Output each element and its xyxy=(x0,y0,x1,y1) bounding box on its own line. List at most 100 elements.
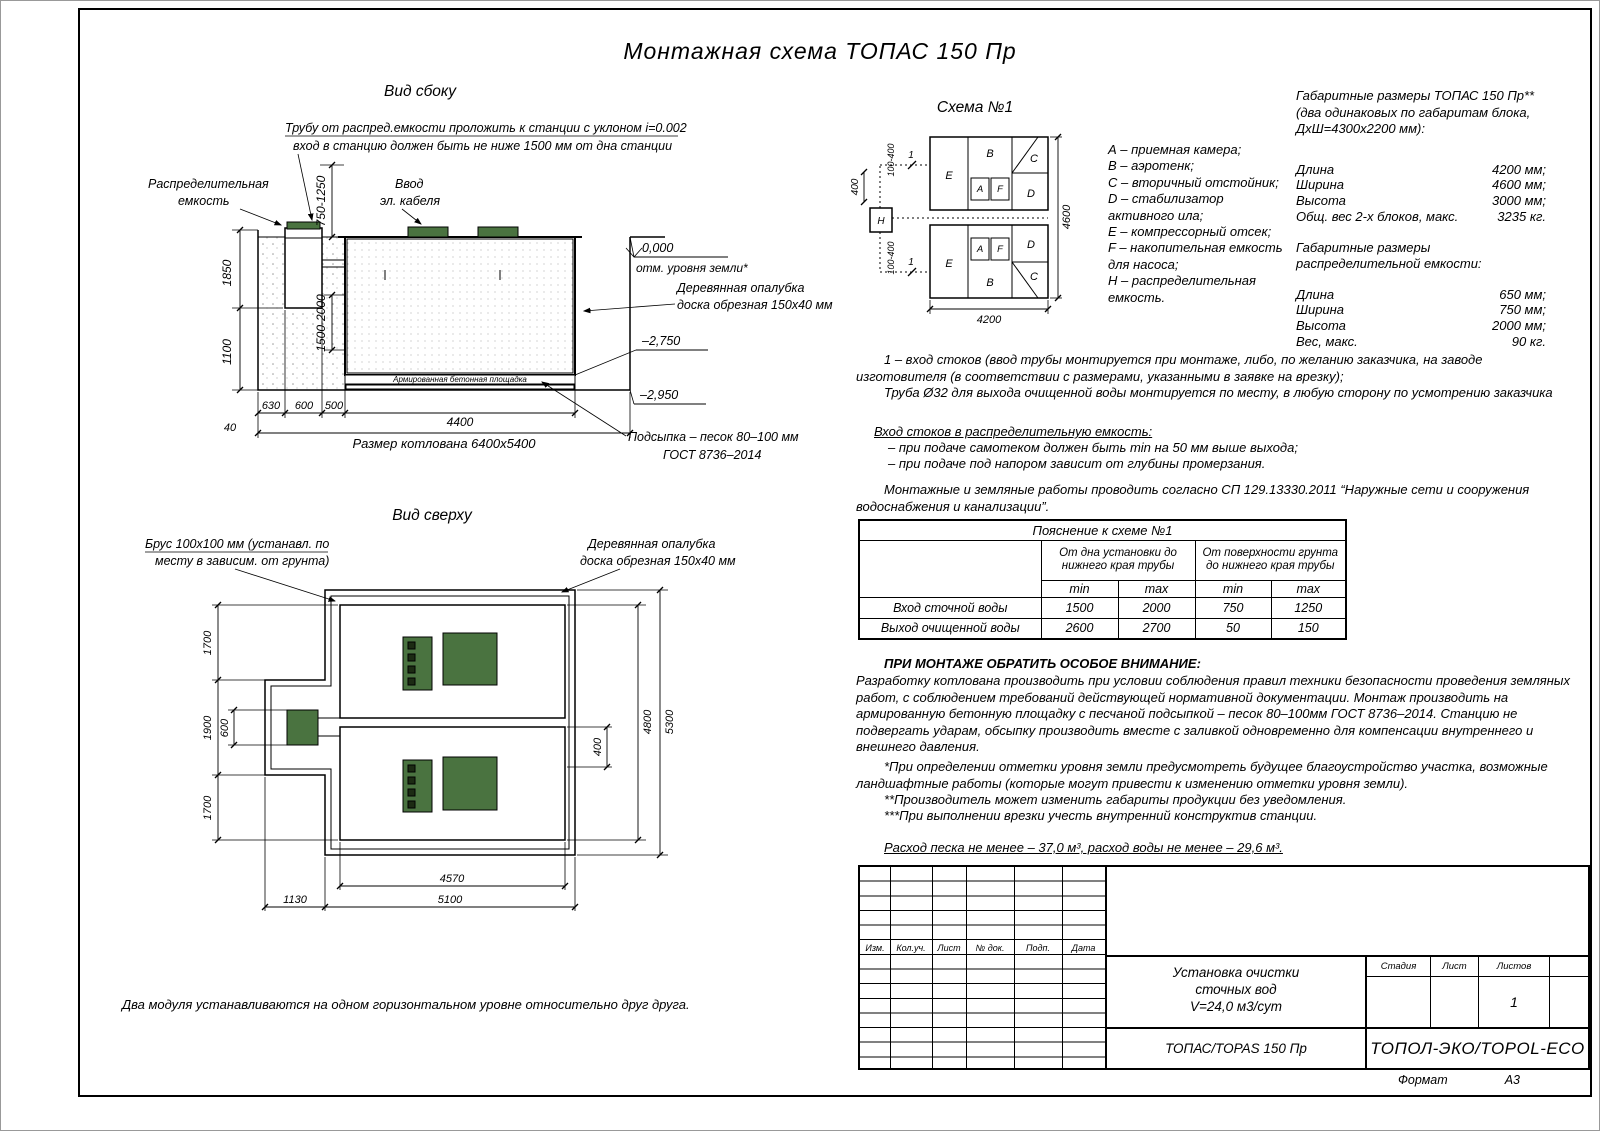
cable-entry-label2: эл. кабеля xyxy=(380,194,440,208)
dim-1100: 1100 xyxy=(220,339,234,365)
scheme-legend: А – приемная камера; B – аэротенк; C – в… xyxy=(1108,142,1283,306)
col-data: Дата xyxy=(1071,943,1096,953)
col-podp: Подп. xyxy=(1026,943,1050,953)
compartment-b-bottom: B xyxy=(986,277,993,289)
overall-dims: Габаритные размеры ТОПАС 150 Пр** (два о… xyxy=(1296,88,1546,350)
side-view-dimensions: 1850 1100 750-1250 1500-2000 xyxy=(220,161,634,451)
distribution-tank-box xyxy=(869,207,893,233)
min-header: min xyxy=(1194,579,1272,598)
dim-5300: 5300 xyxy=(664,709,676,734)
compartment-d-bottom: D xyxy=(1027,239,1035,251)
mark-2750: –2,750 xyxy=(641,334,680,348)
compartment-d-top: D xyxy=(1027,188,1035,200)
stage-headers: Стадия Лист Листов xyxy=(1367,957,1588,977)
cable-entry-label1: Ввод xyxy=(395,177,424,191)
dim-row: Вес, макс.90 кг. xyxy=(1296,334,1546,350)
dim-500: 500 xyxy=(325,400,344,412)
sheets-label: Листов xyxy=(1479,957,1550,977)
dim-4800: 4800 xyxy=(642,709,654,734)
sheets-count: 1 xyxy=(1479,977,1550,1027)
top-view-dimensions: 1700 1900 1700 600 4800 5300 xyxy=(202,586,676,911)
table-group-2: От поверхности грунта до нижнего края тр… xyxy=(1194,539,1347,581)
compartment-e-bottom: E xyxy=(945,258,953,270)
side-view-drawing: Армированная бетонная площадка Трубу от … xyxy=(148,121,833,462)
legend-item: F – накопительная емкость xyxy=(1108,240,1283,256)
product-name: ТОПАС/TOPAS 150 Пр xyxy=(1107,1029,1367,1068)
notes-block: 1 – вход стоков (ввод трубы монтируется … xyxy=(856,352,1570,402)
dim-400: 400 xyxy=(592,737,604,756)
footnote-3: ***При выполнении врезки учесть внутренн… xyxy=(884,808,1318,823)
legend-item: C – вторичный отстойник; xyxy=(1108,174,1279,190)
overall-title: Габаритные размеры ТОПАС 150 Пр** xyxy=(1296,88,1535,103)
footnote-1: *При определении отметки уровня земли пр… xyxy=(856,759,1548,791)
max-header: max xyxy=(1270,579,1347,598)
cover-top xyxy=(442,632,498,686)
explanation-table: Пояснение к схеме №1 От дна установки до… xyxy=(858,519,1347,640)
drawing-frame xyxy=(78,8,1592,1097)
dim-1500-2000: 1500-2000 xyxy=(314,294,328,352)
dim-600: 600 xyxy=(295,400,314,412)
top-view-annotations: Брус 100х100 мм (устанавл. по месту в за… xyxy=(145,537,736,601)
attention-title: ПРИ МОНТАЖЕ ОБРАТИТЬ ОСОБОЕ ВНИМАНИЕ: xyxy=(884,656,1201,671)
legend-item: А – приемная камера; xyxy=(1108,142,1242,157)
inlet-mark-top: 1 xyxy=(908,150,914,161)
col-izm: Изм. xyxy=(865,943,885,953)
zero-level-note: отм. уровня земли* xyxy=(636,261,748,275)
sand-label2: ГОСТ 8736–2014 xyxy=(663,448,761,462)
modules xyxy=(286,604,566,841)
slope-note-line2: вход в станцию должен быть не ниже 1500 … xyxy=(293,139,672,153)
compartment-c-top: C xyxy=(1030,153,1038,165)
revision-grid: Изм. Кол.уч. Лист № док. Подп. Дата xyxy=(860,867,1107,1068)
inlet-note: 1 – вход стоков (ввод трубы монтируется … xyxy=(856,352,1483,384)
dim-1900: 1900 xyxy=(202,715,214,740)
scheme-dimensions: 1 1 100-400 100-400 400 4200 4600 xyxy=(850,133,1073,326)
compartment-b-top: B xyxy=(986,148,993,160)
col-list: Лист xyxy=(937,943,961,953)
scheme-blocks xyxy=(869,136,1049,299)
inlet-heading: Вход стоков в распределительную емкость: xyxy=(874,424,1153,439)
formwork-label1: Деревянная опалубка xyxy=(586,537,715,551)
stage-values: 1 xyxy=(1367,977,1588,1027)
inlet-item-1: – при подаче самотеком должен быть min н… xyxy=(888,440,1298,455)
distribution-tank-top-view xyxy=(286,709,319,746)
table-corner-cell xyxy=(858,539,1042,598)
compartment-f-top: F xyxy=(997,184,1004,195)
top-view-label: Вид сверху xyxy=(392,507,472,524)
formwork-label1: Деревянная опалубка xyxy=(675,281,804,295)
scheme-letters: E B C D A F E A F B D C H xyxy=(877,148,1038,289)
format-label: Формат xyxy=(1398,1073,1448,1087)
inlet-mark-bottom: 1 xyxy=(908,257,914,268)
legend-item: активного ила; xyxy=(1108,207,1204,223)
inlet-item-2: – при подаче под напором зависит от глуб… xyxy=(888,456,1266,471)
compartment-c-bottom: C xyxy=(1030,271,1038,283)
legend-item: E – компрессорный отсек; xyxy=(1108,224,1272,240)
max-header: max xyxy=(1117,579,1196,598)
dim-row: Общ. вес 2-х блоков, макс.3235 кг. xyxy=(1296,208,1546,224)
legend-item: для насоса; xyxy=(1108,256,1179,272)
dist-tank-label1: Распределительная xyxy=(148,177,269,191)
footnote-2: **Производитель может изменить габариты … xyxy=(884,792,1347,807)
dim-4600: 4600 xyxy=(1061,204,1073,229)
outlet-pipe-note: Труба Ø32 для выхода очищенной воды монт… xyxy=(884,385,1553,400)
dim-600: 600 xyxy=(219,718,231,737)
formwork-label2: доска обрезная 150х40 мм xyxy=(677,298,833,312)
sp-note: Монтажные и земляные работы проводить со… xyxy=(856,482,1530,514)
beam-label1: Брус 100х100 мм (устанавл. по xyxy=(145,537,329,551)
vent-block-bottom xyxy=(402,759,433,813)
dim-400-scheme: 400 xyxy=(850,178,861,195)
format-note: Формат А3 xyxy=(1398,1073,1520,1087)
compartment-a-top: A xyxy=(976,184,983,195)
distribution-tank-cover xyxy=(286,221,321,230)
dim-5100: 5100 xyxy=(438,894,463,906)
station-cover-right xyxy=(477,226,519,238)
compartment-f-bottom: F xyxy=(997,244,1004,255)
doc-title: Установка очистки сточных вод V=24,0 м3/… xyxy=(1107,957,1367,1027)
distribution-tank xyxy=(284,221,345,309)
top-view-drawing: Брус 100х100 мм (устанавл. по месту в за… xyxy=(145,537,736,911)
pit-size-label: Размер котлована 6400х5400 xyxy=(352,436,536,451)
